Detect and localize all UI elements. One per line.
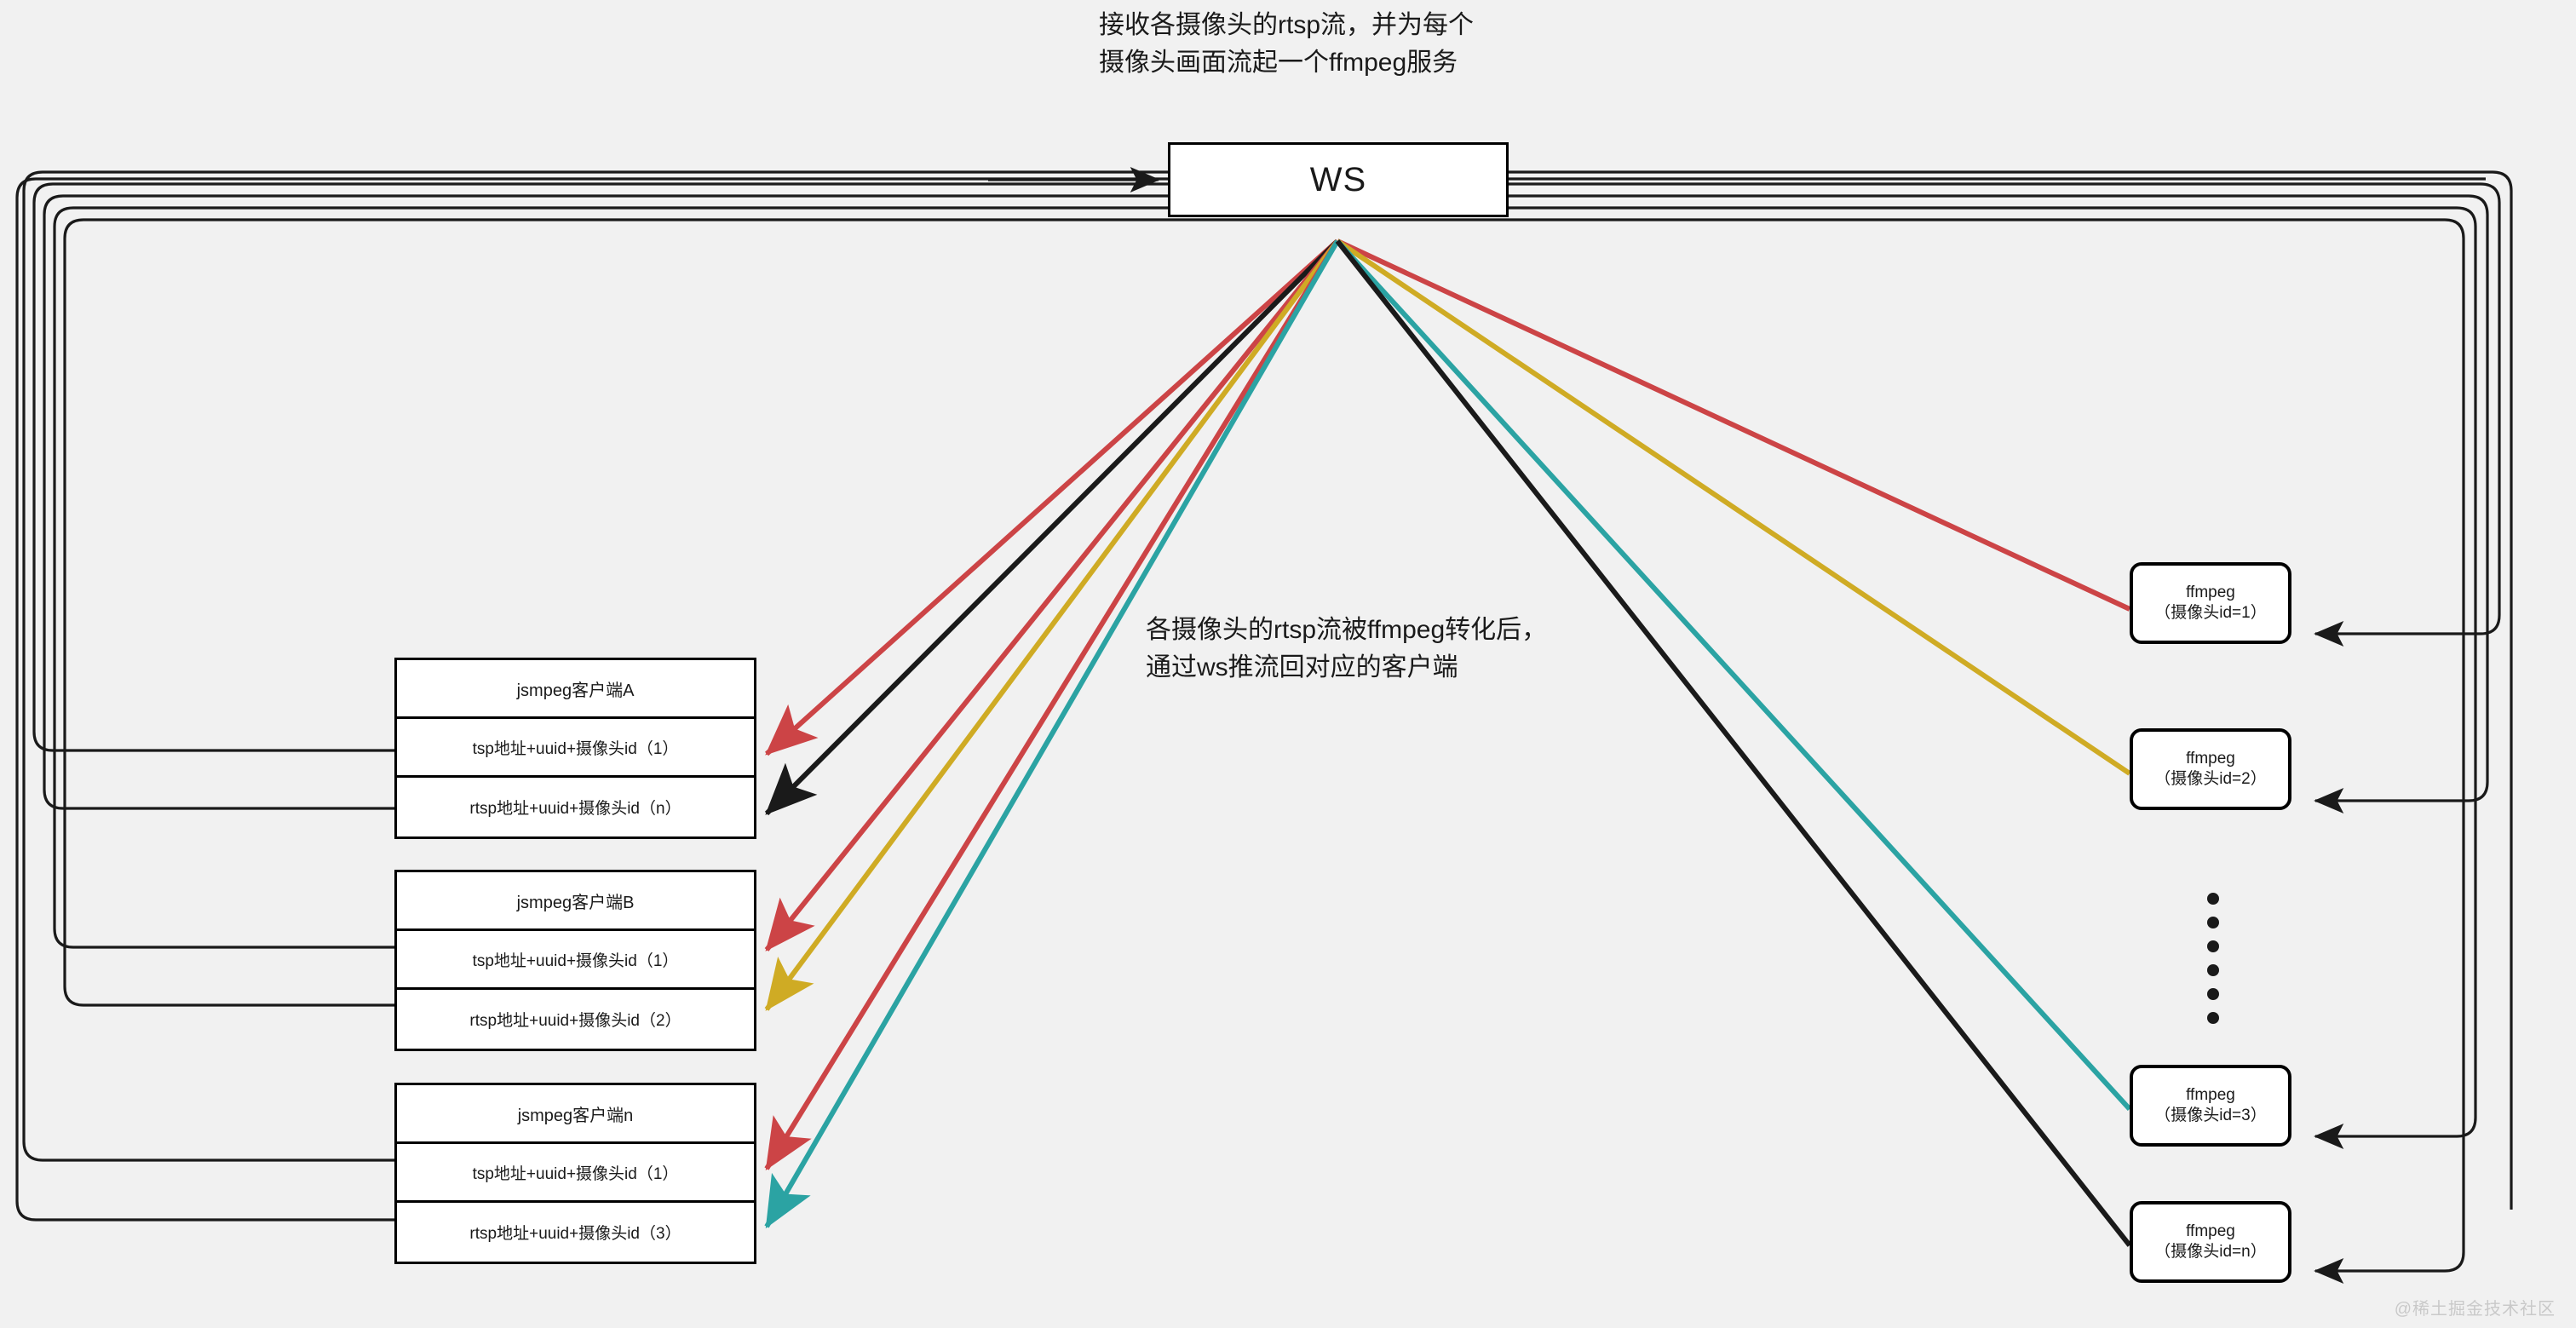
client-n-item-0-label: tsp地址+uuid+摄像头id（1） [472, 1164, 679, 1183]
vertical-ellipsis [2207, 893, 2219, 1024]
ffmpeg-n-camera: （摄像头id=n） [2154, 1243, 2267, 1261]
ellipsis-dot [2207, 917, 2219, 928]
ellipsis-dot [2207, 988, 2219, 1000]
stream-teal-from-ffmpeg3 [1335, 239, 2132, 1112]
ellipsis-dot [2207, 940, 2219, 952]
ellipsis-dot [2207, 1012, 2219, 1024]
note-middle: 各摄像头的rtsp流被ffmpeg转化后， 通过ws推流回对应的客户端 [1146, 616, 1548, 681]
client-n-item-1[interactable]: rtsp地址+uuid+摄像头id（3） [397, 1203, 754, 1262]
client-b-item-0[interactable]: tsp地址+uuid+摄像头id（1） [397, 931, 754, 990]
client-b-item-1-label: rtsp地址+uuid+摄像头id（2） [469, 1012, 681, 1030]
watermark: @稀土掘金技术社区 [2394, 1300, 2556, 1319]
ffmpeg-3-name: ffmpeg [2186, 1086, 2235, 1105]
ffmpeg-3-camera: （摄像头id=3） [2154, 1107, 2267, 1124]
client-box-b[interactable]: jsmpeg客户端B tsp地址+uuid+摄像头id（1） rtsp地址+uu… [394, 870, 756, 1051]
route-clientB-row2 [63, 218, 2465, 1285]
client-n-title-row: jsmpeg客户端n [397, 1085, 754, 1144]
stream-gold-from-ffmpeg2 [1336, 239, 2131, 776]
client-n-title: jsmpeg客户端n [517, 1106, 634, 1125]
client-a-item-0[interactable]: tsp地址+uuid+摄像头id（1） [397, 719, 754, 778]
ffmpeg-node-1[interactable]: ffmpeg （摄像头id=1） [2130, 562, 2291, 644]
client-box-n[interactable]: jsmpeg客户端n tsp地址+uuid+摄像头id（1） rtsp地址+uu… [394, 1083, 756, 1264]
stream-arrows-to-clients [764, 239, 1340, 1229]
stream-lines-from-ffmpeg [1335, 239, 2132, 1247]
ws-node[interactable]: WS [1168, 142, 1509, 217]
client-n-item-1-label: rtsp地址+uuid+摄像头id（3） [469, 1225, 681, 1243]
ellipsis-dot [2207, 893, 2219, 905]
client-b-item-1[interactable]: rtsp地址+uuid+摄像头id（2） [397, 990, 754, 1049]
stream-gold-to-clientB-row2 [764, 239, 1340, 1011]
ffmpeg-node-3[interactable]: ffmpeg （摄像头id=3） [2130, 1065, 2291, 1147]
ws-label: WS [1309, 160, 1367, 198]
client-a-title: jsmpeg客户端A [516, 681, 635, 700]
ffmpeg-2-name: ffmpeg [2186, 750, 2235, 768]
client-n-item-0[interactable]: tsp地址+uuid+摄像头id（1） [397, 1144, 754, 1203]
client-a-title-row: jsmpeg客户端A [397, 660, 754, 719]
ffmpeg-n-name: ffmpeg [2186, 1222, 2235, 1241]
stream-red-to-clientn-row1 [764, 239, 1340, 1171]
stream-red-from-ffmpeg1 [1336, 239, 2131, 612]
ffmpeg-1-name: ffmpeg [2186, 584, 2235, 602]
stream-red-to-clientA-row1 [764, 239, 1340, 756]
client-box-a[interactable]: jsmpeg客户端A tsp地址+uuid+摄像头id（1） rtsp地址+uu… [394, 658, 756, 839]
route-clientn-row2 [15, 177, 2486, 1222]
client-b-item-0-label: tsp地址+uuid+摄像头id（1） [472, 951, 679, 970]
note-top: 接收各摄像头的rtsp流，并为每个 摄像头画面流起一个ffmpeg服务 [1099, 11, 1475, 77]
client-a-item-0-label: tsp地址+uuid+摄像头id（1） [472, 739, 679, 758]
ffmpeg-node-n[interactable]: ffmpeg （摄像头id=n） [2130, 1201, 2291, 1283]
client-b-title-row: jsmpeg客户端B [397, 872, 754, 931]
stream-red-to-clientB-row1 [764, 239, 1340, 951]
ellipsis-dot [2207, 964, 2219, 976]
ffmpeg-node-2[interactable]: ffmpeg （摄像头id=2） [2130, 728, 2291, 810]
stream-black-from-ffmpegn [1335, 239, 2132, 1247]
client-b-title: jsmpeg客户端B [516, 893, 635, 912]
ffmpeg-1-camera: （摄像头id=1） [2154, 604, 2267, 622]
client-a-item-1-label: rtsp地址+uuid+摄像头id（n） [469, 800, 681, 818]
stream-black-to-clientA-row2 [764, 239, 1340, 816]
client-a-item-1[interactable]: rtsp地址+uuid+摄像头id（n） [397, 778, 754, 836]
route-clientn-row1 [22, 170, 2513, 1210]
stream-teal-to-clientn-row2 [764, 239, 1340, 1229]
ffmpeg-2-camera: （摄像头id=2） [2154, 770, 2267, 788]
